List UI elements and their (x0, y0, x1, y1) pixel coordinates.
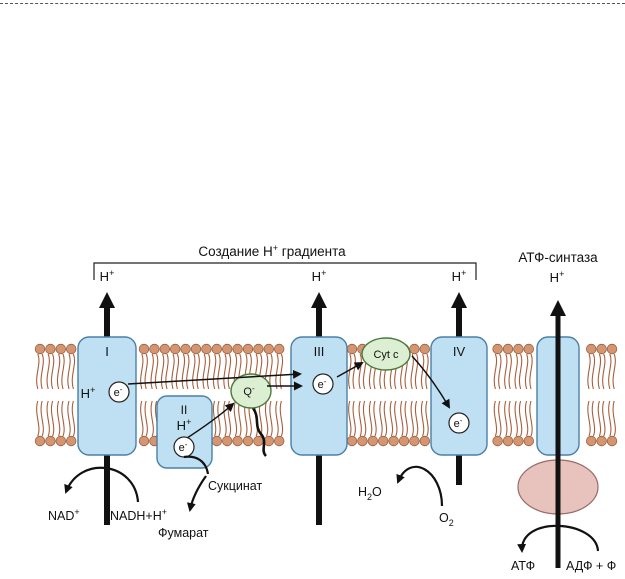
gradient-title: Создание H+ градиента (198, 243, 346, 259)
proton-label-complex-1: H+ (100, 268, 115, 284)
quinone-label: Q- (243, 384, 255, 398)
complex-2-label: II (181, 403, 188, 417)
proton-label-complex-4: H+ (452, 268, 467, 284)
atp-label: АТФ (511, 559, 535, 573)
electron-complex-4: e- (448, 412, 470, 434)
electron-flow-arrows (127, 355, 451, 441)
nadh-label: NADH+H+ (110, 507, 167, 523)
succinate-label: Сукцинат (208, 479, 262, 493)
cytochrome-c-label: Cyt c (373, 349, 399, 361)
lipid-bilayer (34, 343, 618, 447)
complex-4 (430, 336, 488, 456)
oxygen-label: O2 (439, 511, 454, 528)
nad-label: NAD+ (48, 507, 80, 523)
complex-1-label: I (105, 344, 109, 359)
svg-text:e-: e- (114, 385, 123, 399)
adp-label: АДФ + Ф (566, 559, 616, 573)
cytochrome-c (361, 337, 411, 371)
electron-complex-1: e- (108, 381, 130, 403)
svg-text:e-: e- (318, 377, 327, 391)
electron-complex-3: e- (312, 373, 334, 395)
svg-text:e-: e- (454, 416, 463, 430)
proton-label-atp-synthase: H+ (550, 269, 565, 285)
proton-gradient-bracket (93, 262, 477, 280)
complex-3 (290, 336, 348, 456)
reaction-arrows (64, 300, 600, 568)
quinone-tail (251, 407, 268, 457)
complex-2 (156, 395, 213, 469)
complex-3-label: III (314, 344, 325, 359)
complex-1-proton: H+ (81, 385, 96, 401)
complex-1 (77, 336, 137, 456)
fumarate-label: Фумарат (158, 526, 209, 540)
proton-label-complex-3: H+ (312, 268, 327, 284)
top-dashed-rule (0, 3, 625, 4)
complex-4-label: IV (453, 344, 466, 359)
water-label: H2O (358, 485, 382, 502)
atp-synthase-label: АТФ-синтаза (518, 250, 598, 265)
complex-2-proton: H+ (177, 417, 192, 433)
electron-complex-2: e- (173, 436, 195, 458)
svg-text:e-: e- (179, 440, 188, 454)
quinone (230, 373, 272, 409)
